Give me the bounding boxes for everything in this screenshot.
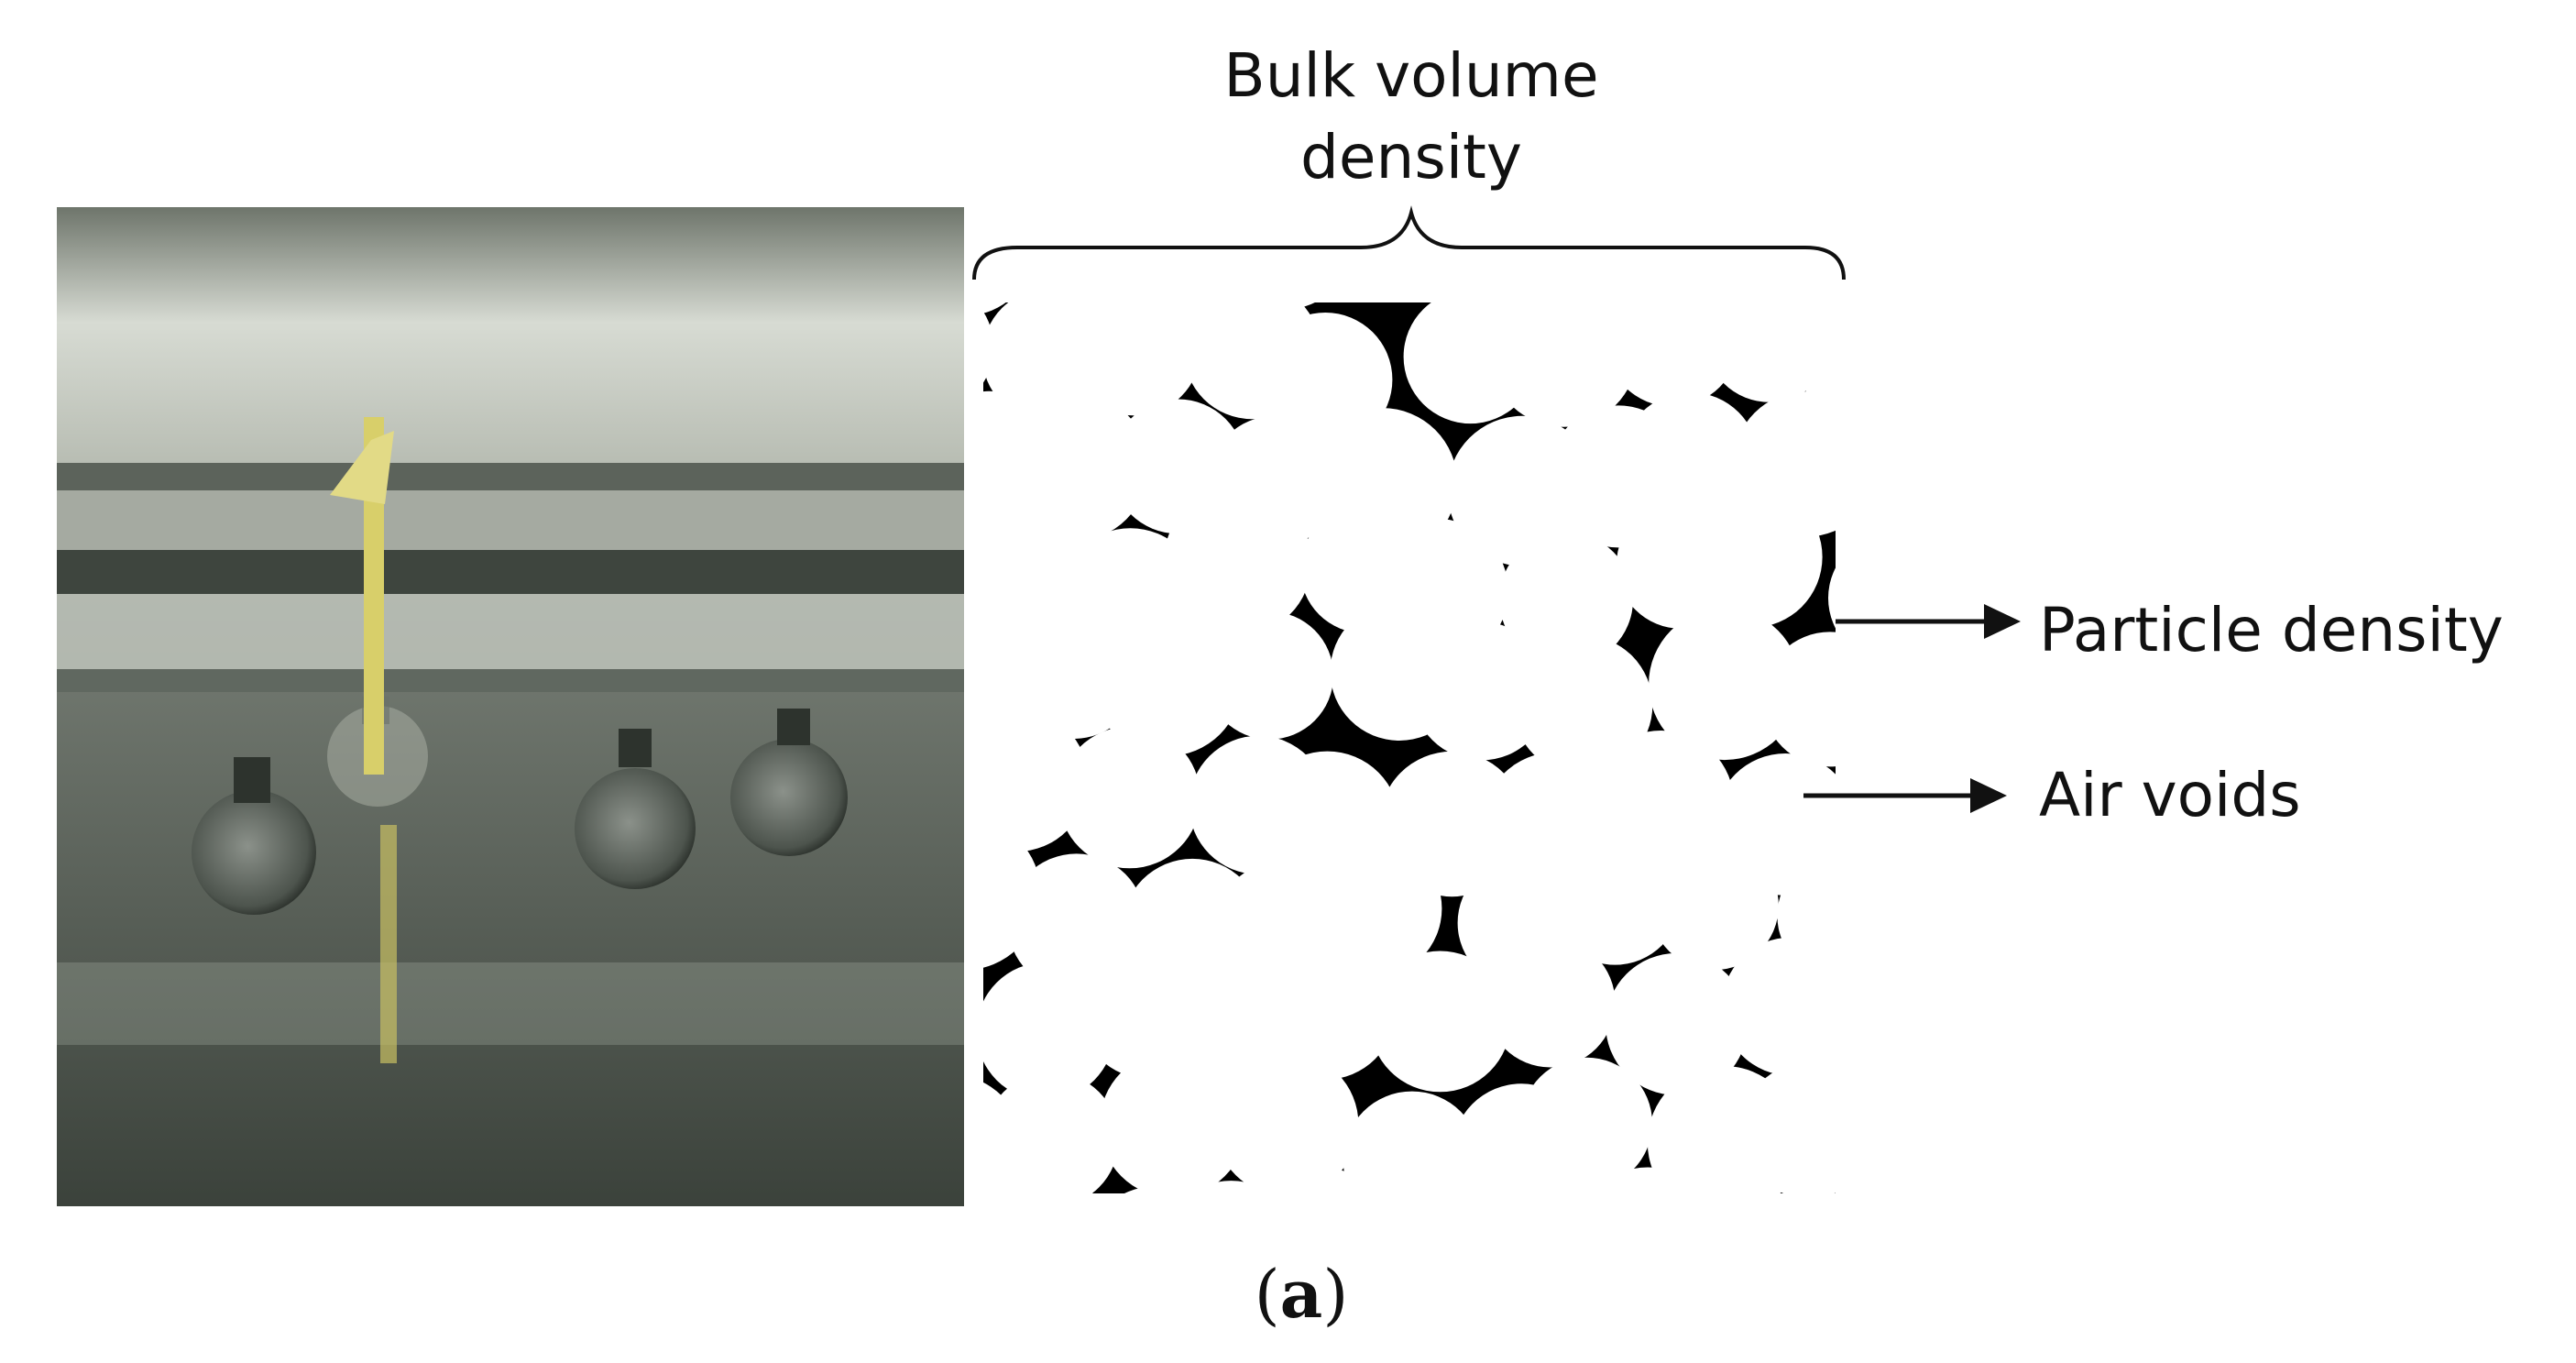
caption-letter: a xyxy=(1280,1255,1323,1333)
caption-open-paren: ( xyxy=(1255,1256,1280,1333)
particle xyxy=(983,1158,1093,1193)
particle xyxy=(1715,1201,1854,1340)
particle xyxy=(1752,302,1836,321)
tape-strip-icon xyxy=(330,417,397,1063)
particle xyxy=(1124,1186,1185,1193)
particle xyxy=(866,1193,1001,1327)
particle xyxy=(1848,827,1993,972)
particle xyxy=(1513,635,1653,775)
particle-density-arrow xyxy=(1836,604,2021,639)
particle xyxy=(1845,596,1995,746)
particle xyxy=(1831,1182,1961,1312)
particle xyxy=(1411,621,1551,761)
particle xyxy=(1681,486,1823,628)
bulk-volume-bracket xyxy=(972,205,1846,280)
particle xyxy=(1255,939,1396,1080)
particle xyxy=(1649,608,1801,761)
particle xyxy=(1861,381,2013,533)
particle xyxy=(1100,1050,1246,1193)
particle xyxy=(1606,952,1748,1095)
particle xyxy=(1205,611,1334,740)
particle xyxy=(1548,831,1682,965)
particle xyxy=(1485,938,1616,1068)
flask-icon xyxy=(730,709,848,856)
particle xyxy=(1800,963,1836,1079)
particle xyxy=(1838,1087,1982,1231)
particle xyxy=(1272,1169,1383,1193)
particles xyxy=(866,171,2013,1340)
lab-bath-photo xyxy=(57,207,964,1206)
particle xyxy=(1022,302,1101,314)
particle xyxy=(1369,951,1511,1093)
particle xyxy=(1499,533,1634,666)
flask-icon xyxy=(192,757,316,915)
particle xyxy=(983,302,1006,313)
particle xyxy=(1421,1180,1506,1193)
particle xyxy=(1705,302,1835,402)
particle xyxy=(1590,1167,1705,1193)
particle xyxy=(1190,1181,1272,1193)
particle xyxy=(1489,302,1638,427)
particle xyxy=(1740,1062,1836,1193)
particle xyxy=(1163,488,1312,637)
flask-icon xyxy=(575,729,696,889)
caption-close-paren: ) xyxy=(1322,1256,1348,1333)
particle xyxy=(1521,1178,1606,1193)
particle-density-label: Particle density xyxy=(2039,595,2504,665)
particle xyxy=(1762,632,1836,767)
particle-packing-diagram xyxy=(866,171,2013,1340)
caption: (a) xyxy=(1255,1255,1349,1333)
particle xyxy=(1520,1057,1652,1189)
title-line-1: Bulk volume xyxy=(1223,40,1598,111)
particle xyxy=(1721,937,1836,1076)
air-voids-label: Air voids xyxy=(2039,760,2301,830)
particle xyxy=(1828,567,1836,629)
particle xyxy=(1069,302,1201,416)
particle xyxy=(1441,302,1534,322)
particle xyxy=(1826,775,1836,845)
title-line-2: density xyxy=(1300,122,1522,192)
particle xyxy=(1650,841,1779,971)
particle xyxy=(1058,726,1200,869)
particle xyxy=(1093,608,1242,756)
particle xyxy=(1343,1091,1481,1193)
particle xyxy=(1214,1052,1359,1193)
particle xyxy=(1840,171,1982,313)
air-voids-arrow xyxy=(1803,778,2007,813)
